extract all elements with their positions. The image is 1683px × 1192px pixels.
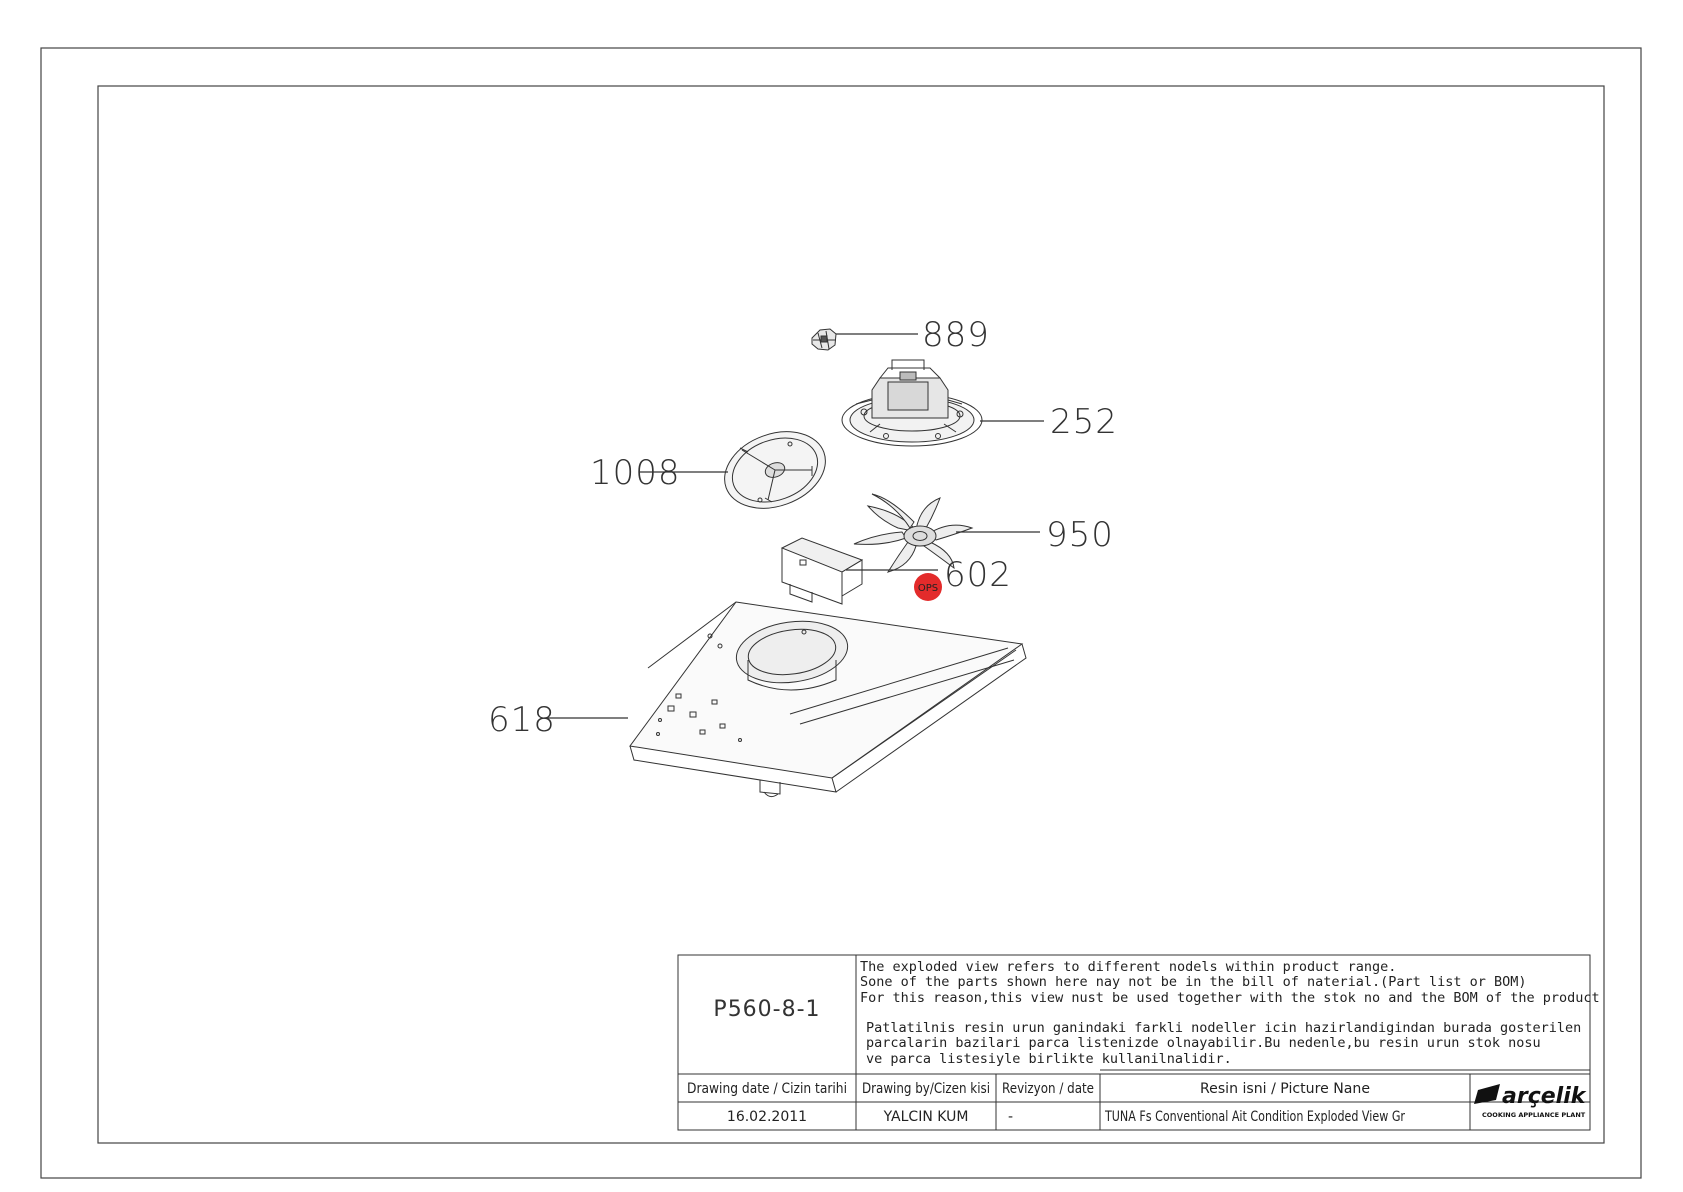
note-tr-line-3: ve parca listesiyle birlikte kullanilnal…	[866, 1051, 1232, 1067]
note-tr-line-1: Patlatilnis resin urun ganindaki farkli …	[866, 1020, 1581, 1036]
part-252-motor[interactable]	[841, 359, 983, 447]
header-picture-name: Resin isni / Picture Nane	[1200, 1081, 1370, 1097]
part-602-bracket[interactable]	[780, 537, 864, 605]
note-tr-line-2: parcalarin bazilari parca listenizde oln…	[866, 1035, 1541, 1051]
ops-badge	[914, 573, 942, 601]
arcelik-logo: arçelik COOKING APPLIANCE PLANT	[1474, 1084, 1587, 1119]
callout-602: 602	[944, 555, 1012, 595]
callout-618: 618	[488, 700, 556, 740]
part-950-fan[interactable]	[853, 493, 974, 573]
header-drawing-date: Drawing date / Cizin tarihi	[687, 1081, 847, 1097]
note-en-line-2: Sone of the parts shown here nay not be …	[860, 974, 1526, 990]
callout-950: 950	[1046, 515, 1114, 555]
logo-subtitle: COOKING APPLIANCE PLANT	[1482, 1111, 1586, 1119]
part-889-clip[interactable]	[811, 328, 837, 351]
part-618-cover[interactable]	[629, 601, 1027, 798]
note-en-line-3: For this reason,this view nust be used t…	[860, 990, 1600, 1006]
ops-badge-label: OPS	[918, 583, 938, 594]
part-1008-ring[interactable]	[714, 418, 836, 521]
inner-frame	[97, 85, 1605, 1144]
callout-1008: 1008	[590, 453, 681, 493]
note-en-line-1: The exploded view refers to different no…	[860, 959, 1396, 975]
callout-889: 889	[922, 315, 990, 355]
header-drawn-by: Drawing by/Cizen kisi	[862, 1081, 990, 1097]
value-picture-name: TUNA Fs Conventional Ait Condition Explo…	[1104, 1109, 1405, 1125]
header-revision: Revizyon / date	[1002, 1081, 1094, 1097]
outer-frame	[40, 47, 1642, 1179]
drawing-code: P560-8-1	[713, 997, 820, 1022]
logo-mark-icon	[1474, 1084, 1500, 1104]
callout-252: 252	[1050, 402, 1118, 442]
value-revision: -	[1008, 1109, 1013, 1125]
title-block	[677, 954, 1591, 1131]
value-drawing-date: 16.02.2011	[727, 1109, 807, 1125]
value-drawn-by: YALCIN KUM	[883, 1109, 969, 1125]
logo-brand: arçelik	[1502, 1084, 1587, 1109]
